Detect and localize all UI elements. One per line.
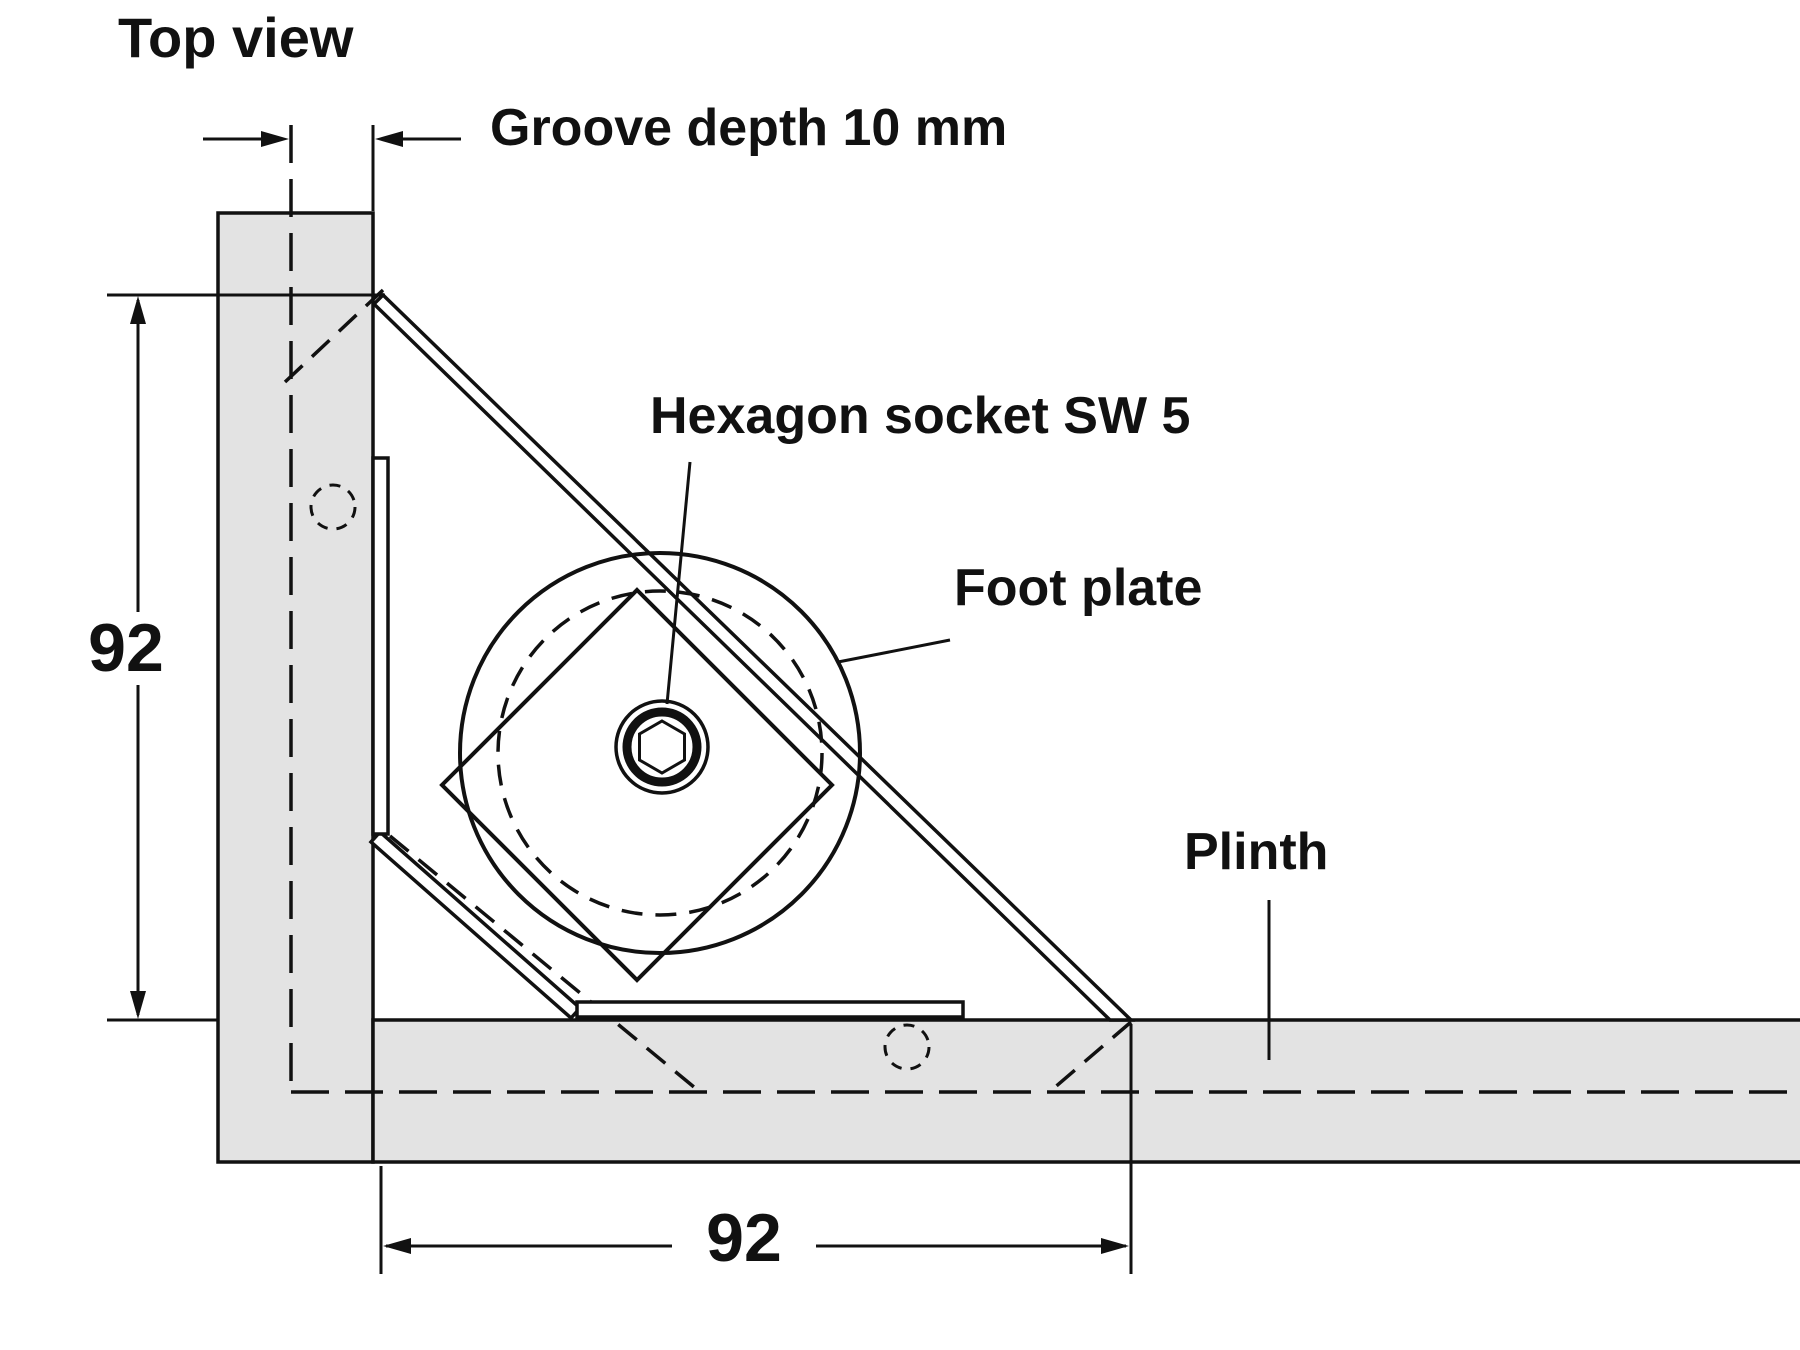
hex-socket-hexagon-icon — [638, 719, 686, 775]
dimension-value-width: 92 — [672, 1201, 816, 1276]
foot-circle-outline — [458, 551, 862, 955]
leader-foot-plate — [837, 638, 951, 664]
left-plinth-panel — [216, 211, 375, 1164]
page-title: Top view — [118, 6, 354, 69]
screw-hole-bottom-panel — [883, 1023, 931, 1071]
dim-bottom-arrow-right — [1101, 1238, 1129, 1254]
groove-arrow-left-head — [261, 131, 289, 147]
foot-plate-square — [439, 587, 835, 983]
hidden-edge-top — [283, 288, 385, 384]
groove-arrow-right-head — [375, 131, 403, 147]
bracket-diagonal-strip — [371, 292, 1136, 1022]
screw-hole-left-panel — [309, 483, 357, 531]
label-hexagon-socket: Hexagon socket SW 5 — [650, 387, 1191, 445]
leader-hexagon-socket — [665, 461, 692, 705]
foot-circle-hidden — [496, 589, 824, 917]
bracket-bottom-flange — [575, 1000, 965, 1019]
dim-left-arrow-up — [130, 296, 146, 324]
dim-bottom-arrow-left — [383, 1238, 411, 1254]
dimension-value-height: 92 — [56, 611, 196, 686]
label-groove-depth: Groove depth 10 mm — [490, 99, 1008, 157]
dim-left-arrow-down — [130, 991, 146, 1019]
hidden-edge-bottom-right — [1045, 1020, 1133, 1096]
hidden-edge-bottom-left — [388, 834, 702, 1094]
label-foot-plate: Foot plate — [954, 559, 1203, 617]
bracket-side-flange — [371, 456, 390, 836]
label-plinth: Plinth — [1184, 823, 1329, 881]
bracket-lower-strip — [368, 829, 583, 1021]
